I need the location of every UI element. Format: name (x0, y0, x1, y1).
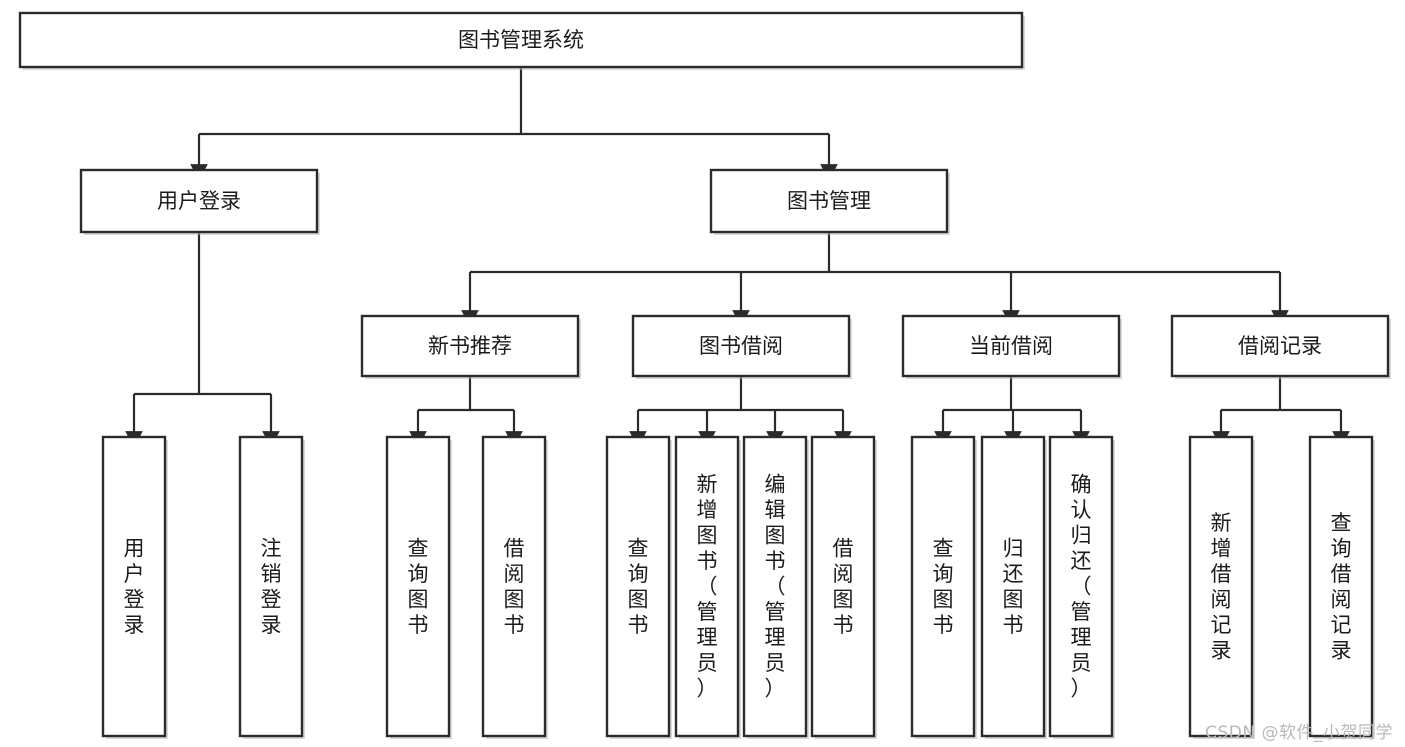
node-label: 查询借阅记录 (1331, 511, 1352, 663)
node-border (910, 435, 976, 738)
node-label: 确认归还（管理员） (1071, 473, 1092, 701)
node-border (238, 435, 304, 738)
csdn-watermark: CSDN @软件_小贺同学 (1205, 723, 1393, 743)
node-border (980, 435, 1046, 738)
node-leaf-query-book-1[interactable]: 查询图书 (385, 435, 452, 739)
node-border (360, 314, 580, 378)
node-book-borrow[interactable]: 图书借阅 (631, 314, 852, 379)
node-border (901, 314, 1121, 378)
node-label: 用户登录 (124, 536, 145, 637)
node-leaf-confirm-return[interactable]: 确认归还（管理员） (1048, 435, 1115, 739)
node-leaf-edit-book[interactable]: 编辑图书（管理员） (742, 435, 809, 739)
node-border (674, 435, 740, 738)
node-label: 查询图书 (933, 536, 954, 637)
node-leaf-query-book-3[interactable]: 查询图书 (910, 435, 977, 739)
node-leaf-user-logout[interactable]: 注销登录 (238, 435, 305, 739)
node-label: 当前借阅 (969, 334, 1053, 358)
node-leaf-add-record[interactable]: 新增借阅记录 (1188, 435, 1255, 739)
node-leaf-user-login[interactable]: 用户登录 (101, 435, 168, 739)
node-border (101, 435, 167, 738)
node-label: 新书推荐 (428, 334, 512, 358)
node-border (481, 435, 547, 738)
node-leaf-query-record[interactable]: 查询借阅记录 (1308, 435, 1375, 739)
node-book-manage[interactable]: 图书管理 (709, 168, 950, 235)
node-borrow-record[interactable]: 借阅记录 (1170, 314, 1391, 379)
node-label: 编辑图书（管理员） (765, 473, 786, 701)
node-border (1308, 435, 1374, 738)
node-label: 借阅图书 (504, 536, 525, 637)
node-label: 借阅图书 (833, 536, 854, 637)
node-leaf-add-book[interactable]: 新增图书（管理员） (674, 435, 741, 739)
node-label: 新增图书（管理员） (697, 473, 718, 701)
node-border (18, 11, 1024, 69)
node-leaf-return-book[interactable]: 归还图书 (980, 435, 1047, 739)
node-border (605, 435, 671, 738)
node-border (742, 435, 808, 738)
node-label: 查询图书 (628, 536, 649, 637)
node-label: 查询图书 (408, 536, 429, 637)
node-layer: 图书管理系统用户登录图书管理新书推荐图书借阅当前借阅借阅记录用户登录注销登录查询… (18, 11, 1391, 739)
node-new-book-recommend[interactable]: 新书推荐 (360, 314, 581, 379)
node-label: 图书管理系统 (458, 28, 584, 52)
node-label: 图书借阅 (699, 334, 783, 358)
node-border (709, 168, 949, 234)
node-user-login[interactable]: 用户登录 (79, 168, 320, 235)
node-leaf-borrow-book-2[interactable]: 借阅图书 (810, 435, 877, 739)
node-border (1170, 314, 1390, 378)
node-label: 借阅记录 (1238, 334, 1322, 358)
node-current-borrow[interactable]: 当前借阅 (901, 314, 1122, 379)
node-label: 图书管理 (787, 189, 871, 213)
node-border (1188, 435, 1254, 738)
node-leaf-query-book-2[interactable]: 查询图书 (605, 435, 672, 739)
node-border (385, 435, 451, 738)
edge-layer (125, 67, 1350, 448)
node-border (631, 314, 851, 378)
node-border (79, 168, 319, 234)
node-border (810, 435, 876, 738)
node-leaf-borrow-book-1[interactable]: 借阅图书 (481, 435, 548, 739)
node-label: 新增借阅记录 (1211, 511, 1232, 663)
node-label: 用户登录 (157, 189, 241, 213)
node-label: 注销登录 (261, 536, 282, 637)
node-border (1048, 435, 1114, 738)
node-root-图书管理系统[interactable]: 图书管理系统 (18, 11, 1025, 70)
node-label: 归还图书 (1003, 536, 1024, 637)
